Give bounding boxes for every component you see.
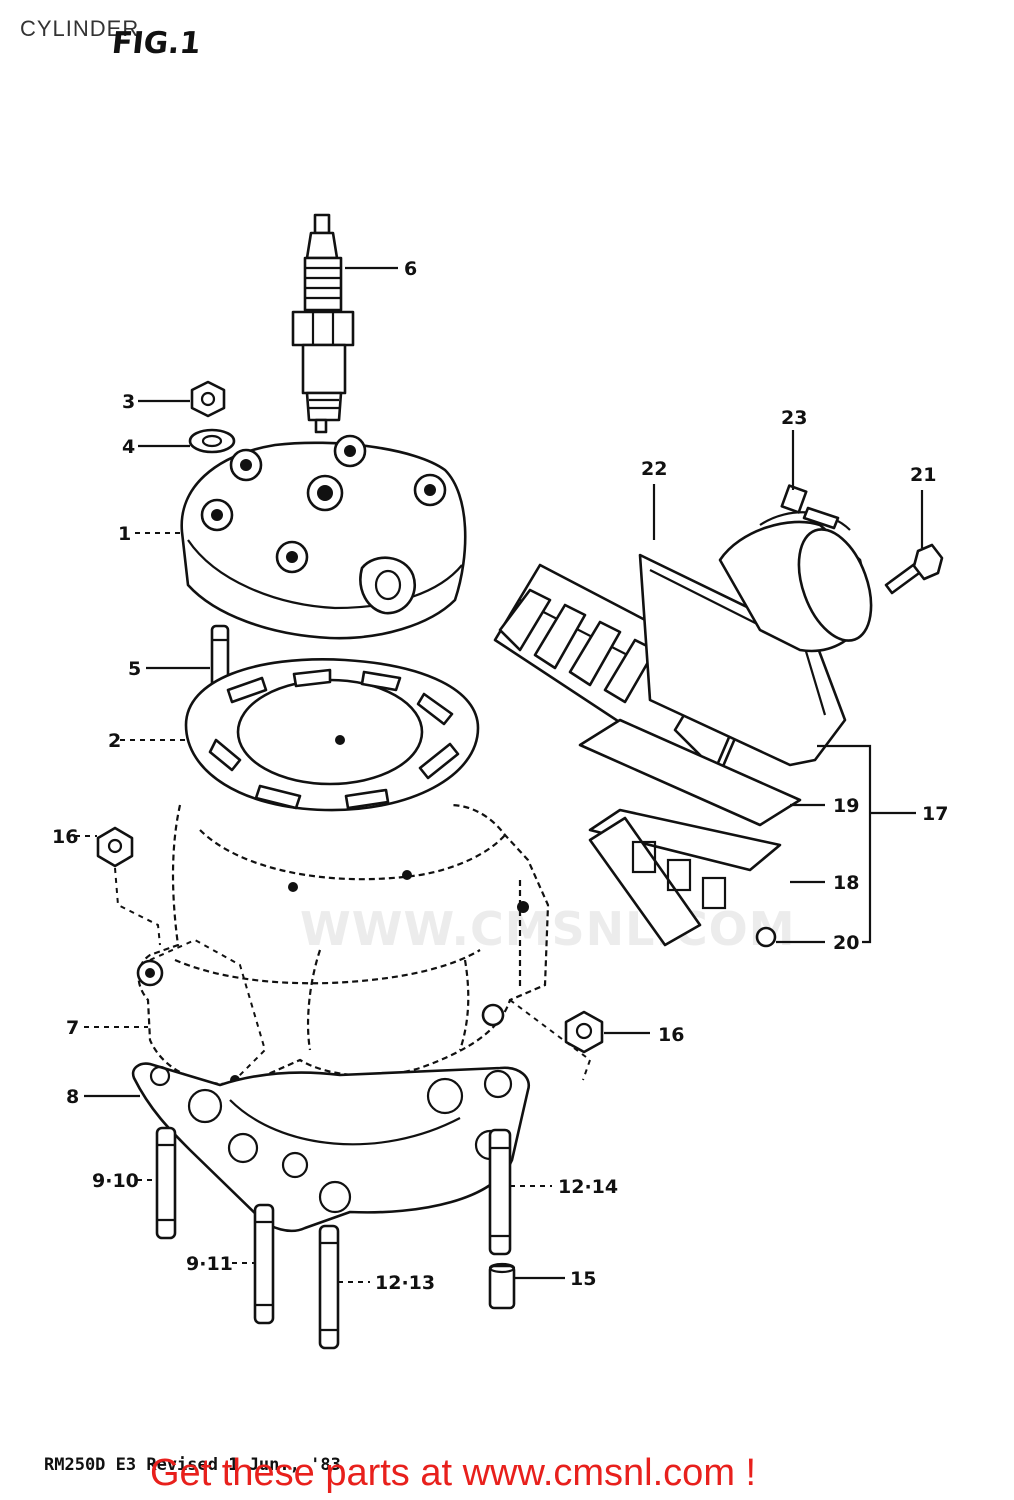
callout-9-10: 9·10 xyxy=(92,1170,139,1192)
reed-valve-assembly xyxy=(493,553,847,948)
callout-4: 4 xyxy=(122,436,135,458)
callout-15: 15 xyxy=(570,1268,596,1290)
page-title: CYLINDER xyxy=(20,16,140,41)
callout-17: 17 xyxy=(922,803,948,825)
figure-label: FIG.1 xyxy=(110,26,203,61)
callout-19: 19 xyxy=(833,795,859,817)
callout-21: 21 xyxy=(910,464,936,486)
callout-labels: 6 3 4 1 5 2 16 7 8 9·10 9·11 12·13 12·14… xyxy=(52,258,948,1294)
callout-12-13: 12·13 xyxy=(375,1272,435,1294)
callout-6: 6 xyxy=(404,258,417,280)
dowel-pin xyxy=(488,1262,516,1310)
cylinder-nut-left xyxy=(96,826,134,868)
cylinder-head xyxy=(180,434,467,640)
washer xyxy=(188,428,236,454)
callout-9-11: 9·11 xyxy=(186,1253,233,1275)
head-gasket xyxy=(184,658,480,812)
intake-bolt xyxy=(884,543,944,595)
callout-12-14: 12·14 xyxy=(558,1176,618,1198)
cylinder-nut-right xyxy=(564,1010,604,1054)
callout-7: 7 xyxy=(66,1017,79,1039)
callout-22: 22 xyxy=(641,458,667,480)
leader-lines xyxy=(75,266,924,1283)
callout-1: 1 xyxy=(118,523,131,545)
callout-16-right: 16 xyxy=(658,1024,684,1046)
stud-9-10 xyxy=(155,1126,177,1240)
intake-pipe xyxy=(718,484,873,653)
spark-plug xyxy=(291,213,355,434)
callout-23: 23 xyxy=(781,407,807,429)
stud-12-14 xyxy=(488,1128,512,1256)
callout-3: 3 xyxy=(122,391,135,413)
stud-9-11 xyxy=(253,1203,275,1325)
callout-18: 18 xyxy=(833,872,859,894)
callout-8: 8 xyxy=(66,1086,79,1108)
head-nut xyxy=(190,380,226,418)
callout-5: 5 xyxy=(128,658,141,680)
base-gasket xyxy=(131,1062,531,1233)
callout-2: 2 xyxy=(108,730,121,752)
cylinder-body xyxy=(136,803,550,1086)
callout-20: 20 xyxy=(833,932,859,954)
parts-link[interactable]: Get these parts at www.cmsnl.com ! xyxy=(150,1452,757,1494)
model-revision-note: RM250D E3 Revised 1 Jun., '83 xyxy=(44,1455,341,1475)
callout-16-left: 16 xyxy=(52,826,78,848)
stud-12-13 xyxy=(318,1224,340,1350)
